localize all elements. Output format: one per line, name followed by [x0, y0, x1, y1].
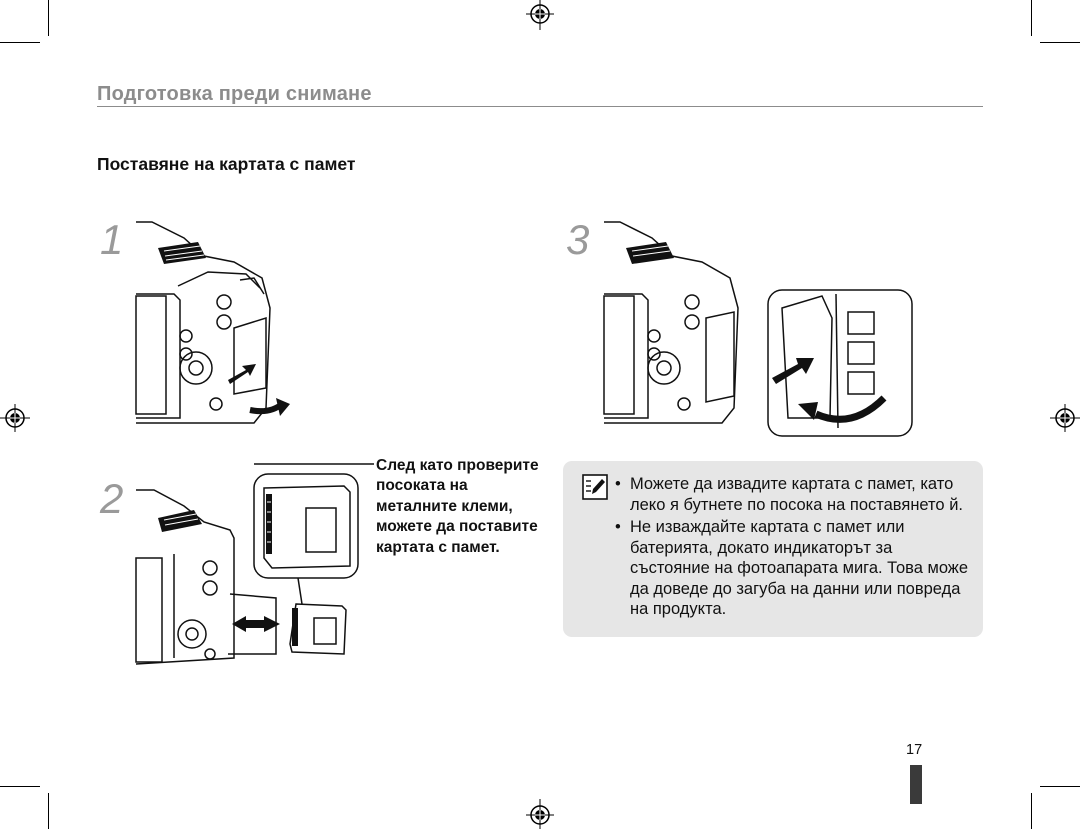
crop-mark — [1031, 0, 1032, 36]
camera-card-insert-illustration — [603, 221, 913, 437]
step-number-2: 2 — [100, 475, 124, 522]
camera-open-door-illustration — [135, 221, 290, 424]
card-orientation-illustration — [135, 463, 374, 665]
step-number-1: 1 — [100, 216, 124, 263]
title-divider — [97, 106, 983, 107]
registration-mark-icon — [526, 799, 554, 829]
crop-mark — [1040, 786, 1080, 787]
crop-mark — [48, 793, 49, 829]
page-heading: Поставяне на картата с памет — [97, 154, 356, 174]
crop-mark — [48, 0, 49, 36]
note-item: Можете да извадите картата с памет, като… — [615, 474, 975, 515]
crop-mark — [0, 42, 40, 43]
crop-mark — [0, 786, 40, 787]
registration-mark-icon — [1050, 404, 1080, 432]
section-title: Подготовка преди снимане — [97, 83, 372, 105]
page-tab — [910, 765, 922, 804]
crop-mark — [1040, 42, 1080, 43]
registration-mark-icon — [526, 0, 554, 30]
note-list: Можете да извадите картата с памет, като… — [615, 474, 975, 622]
step-number-3: 3 — [566, 216, 590, 263]
memo-pencil-icon — [582, 474, 608, 500]
step2-caption: След като проверите посоката на металнит… — [376, 457, 539, 556]
page-number: 17 — [906, 742, 923, 758]
registration-mark-icon — [0, 404, 30, 432]
note-item: Не изваждайте картата с памет или батери… — [615, 517, 975, 620]
crop-mark — [1031, 793, 1032, 829]
